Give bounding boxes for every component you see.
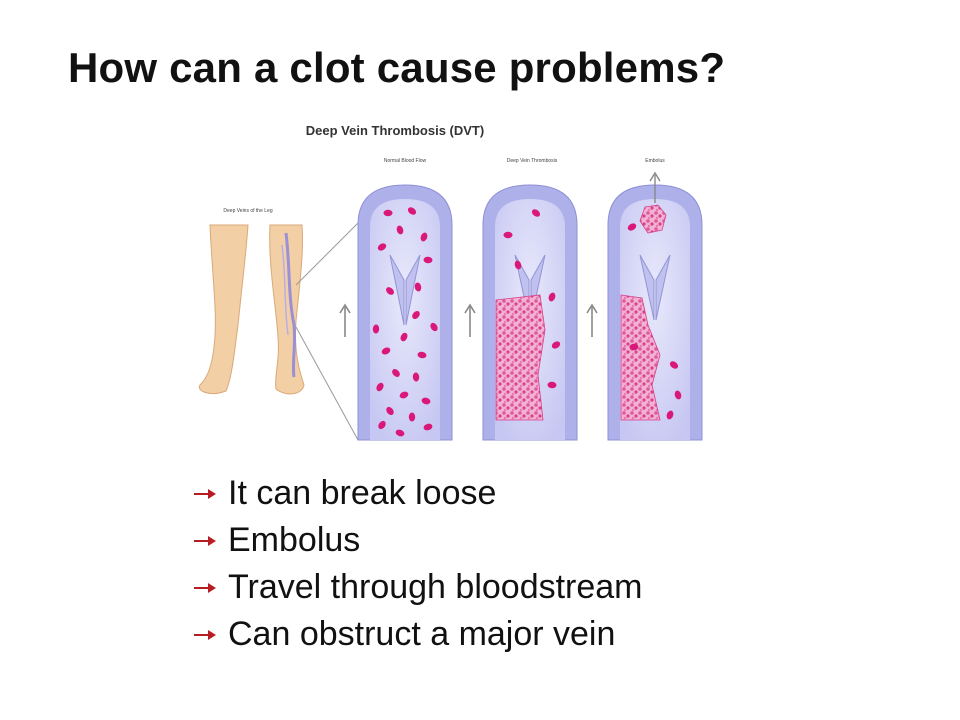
bullet-list: It can break loose Embolus Travel throug… (192, 470, 643, 658)
red-blood-cell (396, 225, 404, 235)
red-blood-cell (669, 361, 679, 369)
bullet-text: Can obstruct a major vein (228, 615, 616, 653)
blood-cells (627, 223, 682, 420)
red-blood-cell (548, 292, 556, 302)
vessel-embolus (607, 171, 703, 441)
bullet-text: Travel through bloodstream (228, 568, 643, 606)
red-blood-cell (420, 232, 428, 242)
red-blood-cell (531, 209, 541, 217)
red-blood-cell (399, 391, 409, 399)
red-blood-cell (412, 311, 420, 319)
red-blood-cell (376, 382, 384, 392)
panel-label-embolus: Embolus (645, 158, 665, 164)
panel-label-dvt: Deep Vein Thrombosis (507, 158, 558, 164)
red-blood-cell (392, 369, 400, 377)
slide-title: How can a clot cause problems? (68, 44, 726, 91)
dvt-illustration: Deep Vein Thrombosis (DVT) Normal Blood … (190, 115, 750, 460)
bullet-item: Travel through bloodstream (192, 564, 643, 611)
red-blood-cell (395, 429, 405, 437)
red-blood-cell (421, 397, 431, 405)
red-blood-cell (430, 322, 438, 332)
red-blood-cell (423, 256, 433, 264)
red-blood-cell (408, 412, 416, 422)
panel-label-normal: Normal Blood Flow (384, 158, 427, 164)
bullet-item: Can obstruct a major vein (192, 611, 643, 658)
red-blood-cell (674, 390, 682, 400)
arrow-bullet-icon (194, 535, 216, 546)
red-blood-cell (383, 209, 393, 217)
bullet-text: Embolus (228, 521, 361, 559)
red-blood-cell (551, 341, 561, 349)
red-blood-cell (514, 260, 522, 270)
red-blood-cell (386, 406, 394, 416)
arrow-bullet-icon (194, 582, 216, 593)
flow-arrows (339, 303, 598, 337)
bullet-item: It can break loose (192, 470, 643, 517)
arrow-bullet-icon (194, 629, 216, 640)
red-blood-cell (386, 287, 394, 295)
vessel-dvt (482, 184, 578, 441)
red-blood-cell (378, 420, 386, 430)
red-blood-cell (412, 372, 420, 382)
leg-label: Deep Veins of the Leg (223, 208, 272, 214)
red-blood-cell (417, 351, 427, 359)
red-blood-cell (547, 381, 557, 389)
blood-cells (372, 207, 438, 437)
red-blood-cell (503, 231, 513, 239)
blood-cells (503, 209, 561, 389)
red-blood-cell (407, 207, 417, 215)
red-blood-cell (377, 243, 387, 251)
bullet-item: Embolus (192, 517, 643, 564)
red-blood-cell (372, 324, 380, 334)
figure-title: Deep Vein Thrombosis (DVT) (306, 123, 484, 138)
vessel-normal (357, 184, 453, 441)
red-blood-cell (627, 223, 637, 231)
red-blood-cell (381, 347, 391, 355)
legs-drawing (198, 222, 359, 441)
red-blood-cell (400, 332, 408, 342)
arrow-bullet-icon (194, 488, 216, 499)
bullet-text: It can break loose (228, 474, 497, 512)
red-blood-cell (414, 282, 422, 292)
red-blood-cell (666, 410, 674, 420)
red-blood-cell (629, 343, 639, 351)
red-blood-cell (423, 423, 433, 431)
